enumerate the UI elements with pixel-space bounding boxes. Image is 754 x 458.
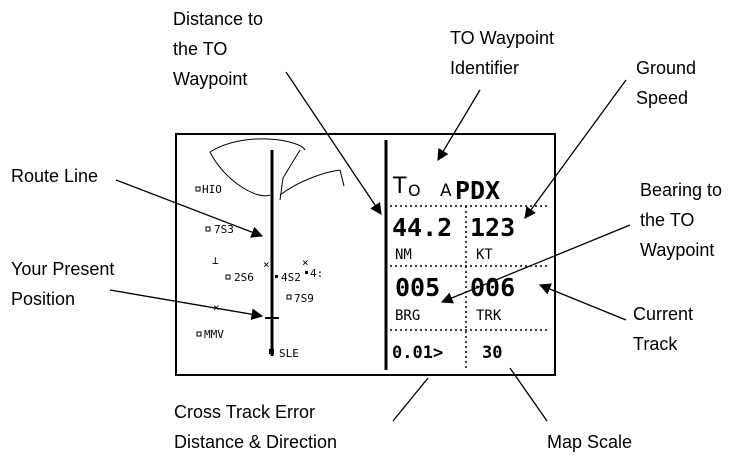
- leader-bearing: [440, 224, 631, 304]
- track-label: TRK: [476, 308, 502, 324]
- callout-map-scale: Map Scale: [547, 432, 632, 452]
- callout-bearing: Bearing to the TO Waypoint: [640, 180, 727, 260]
- to-indicator-sub: O: [408, 181, 421, 200]
- callout-present-position: Your Present Position: [11, 259, 119, 309]
- distance-value: 44.2: [392, 213, 452, 242]
- waypoint-symbol: [275, 275, 278, 278]
- callout-cross-track: Cross Track Error Distance & Direction: [174, 402, 337, 452]
- callout-ground-speed: Ground Speed: [636, 58, 701, 108]
- map-label-7s3: 7S3: [214, 223, 234, 236]
- ground-speed-value: 123: [470, 213, 515, 242]
- waypoint-id: PDX: [455, 176, 500, 205]
- leader-identifier: [437, 89, 481, 162]
- alt-indicator: A: [440, 181, 452, 201]
- map-label-mmv: MMV: [204, 328, 224, 341]
- map-label-4s2: 4S2: [281, 271, 301, 284]
- leader-present-position: [109, 289, 264, 320]
- bearing-label: BRG: [395, 308, 420, 324]
- callout-identifier: TO Waypoint Identifier: [450, 28, 559, 78]
- waypoint-symbol: [269, 349, 274, 354]
- waypoint-symbol: [225, 274, 231, 280]
- waypoint-symbol: [205, 226, 211, 232]
- airspace-arc: [209, 151, 271, 197]
- map-label-4: 4:: [310, 267, 323, 280]
- map-label-hio: HIO: [202, 183, 222, 196]
- distance-unit: NM: [395, 247, 412, 263]
- callout-route-line: Route Line: [11, 166, 98, 186]
- leader-ground-speed: [524, 79, 627, 219]
- callout-distance: Distance to the TO Waypoint: [173, 9, 268, 89]
- speed-unit: KT: [476, 247, 493, 263]
- to-indicator: T: [392, 174, 407, 199]
- map-x-mark: ×: [263, 258, 270, 271]
- leader-current-track: [538, 283, 627, 321]
- cross-track-value: 0.01>: [392, 343, 443, 363]
- leader-map-scale: [509, 367, 548, 422]
- map-scale-value: 30: [482, 343, 502, 363]
- map-x-mark: ×: [302, 256, 309, 269]
- airspace-arc-2: [209, 138, 306, 153]
- map-tick: ⊥: [212, 254, 219, 267]
- gps-screen-frame: [175, 133, 556, 376]
- map-label-7s9: 7S9: [294, 292, 314, 305]
- waypoint-symbol: [196, 331, 202, 337]
- waypoint-symbol: [195, 186, 201, 192]
- callout-current-track: Current Track: [633, 304, 698, 354]
- airspace-arc-3: [279, 169, 341, 196]
- waypoint-symbol: [286, 294, 292, 300]
- airspace-arc-4: [279, 149, 301, 201]
- airspace-arc-5: [339, 169, 345, 187]
- waypoint-symbol: [305, 271, 308, 274]
- map-label-2s6: 2S6: [234, 271, 254, 284]
- leader-distance: [285, 71, 382, 215]
- bearing-value: 005: [395, 273, 440, 302]
- map-label-sle: SLE: [279, 347, 299, 360]
- leader-route-line: [115, 179, 264, 238]
- leader-cross-track: [392, 377, 429, 422]
- map-x-mark: ×: [213, 301, 220, 314]
